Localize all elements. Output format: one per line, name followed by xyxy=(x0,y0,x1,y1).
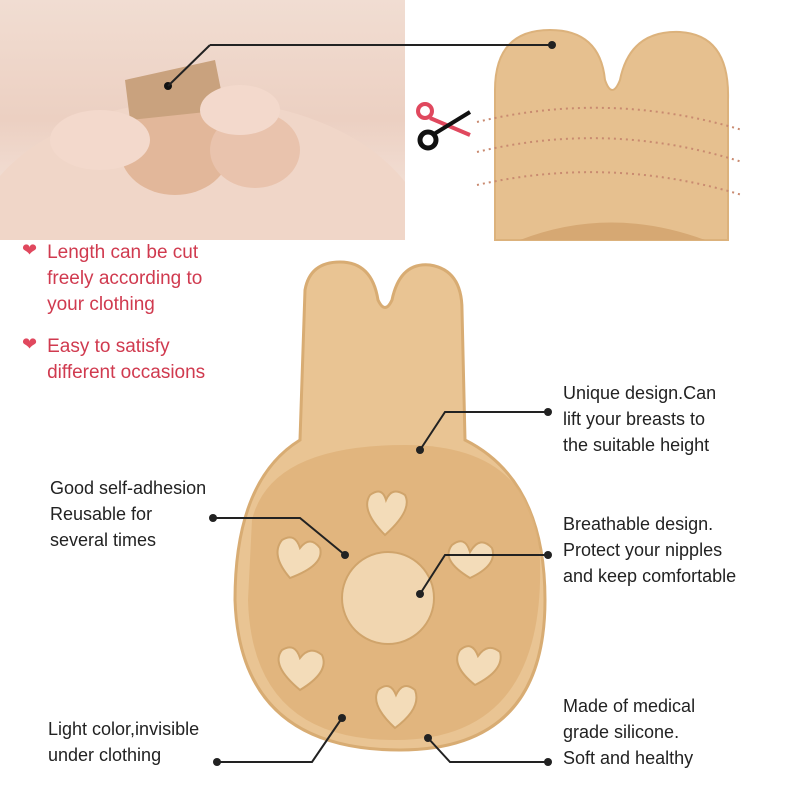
callout-breathable: Breathable design. Protect your nipples … xyxy=(563,514,737,586)
bullet-cut-length: ❤ Length can be cut freely according to … xyxy=(22,240,202,318)
callout-silicone: Made of medical grade silicone. Soft and… xyxy=(563,696,696,768)
callout-unique-design: Unique design.Can lift your breasts to t… xyxy=(563,383,717,455)
bullet-occasions: ❤ Easy to satisfy different occasions xyxy=(22,334,205,386)
model-photo xyxy=(0,0,405,240)
scissors-icon xyxy=(416,102,472,151)
callout-adhesion: Good self-adhesion Reusable for several … xyxy=(50,478,207,550)
bullet-line: freely according to xyxy=(47,268,203,289)
cut-piece xyxy=(494,28,730,241)
heart-icon: ❤ xyxy=(22,334,38,354)
callout-light-color: Light color,invisible under clothing xyxy=(48,719,200,765)
bullet-line: your clothing xyxy=(47,294,155,315)
product-illustration xyxy=(233,260,547,752)
heart-icon: ❤ xyxy=(22,240,38,260)
bullet-line: different occasions xyxy=(47,362,206,383)
bullet-line: Length can be cut xyxy=(47,242,199,263)
bullet-line: Easy to satisfy xyxy=(47,336,170,357)
